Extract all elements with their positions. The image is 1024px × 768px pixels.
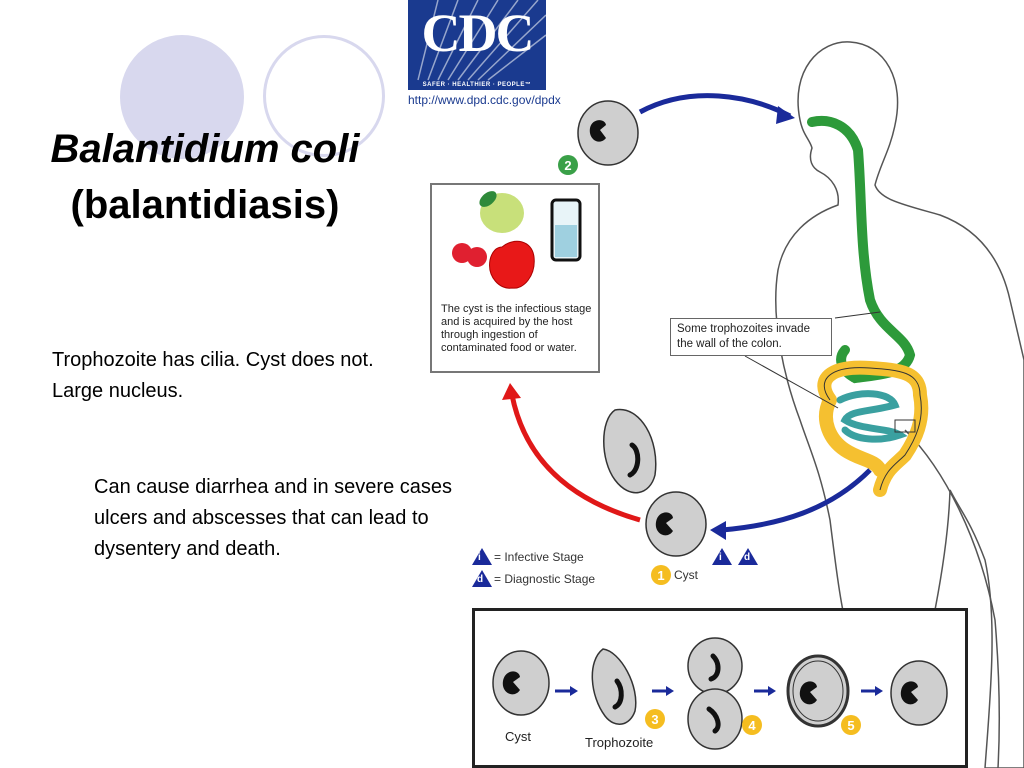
legend-infective: = Infective Stage [494, 550, 584, 564]
infection-info-box: The cyst is the infectious stage and is … [430, 183, 600, 373]
slide-title: Balantidium coli [50, 127, 360, 171]
strip-arrow [861, 686, 883, 696]
stage-badge-2: 2 [558, 155, 578, 175]
cdc-url: http://www.dpd.cdc.gov/dpdx [408, 93, 561, 107]
lifecycle-strip: Cyst Trophozoite 3 4 5 [472, 608, 968, 768]
lifecycle-strip-illustration [492, 637, 948, 750]
arrow-environment [509, 394, 641, 523]
stage-badge-5: 5 [841, 715, 861, 735]
strip-mature-cyst [890, 660, 948, 726]
diagnostic-letter: d [477, 574, 484, 585]
infection-info-text: The cyst is the infectious stage and is … [441, 303, 592, 354]
small-intestine [836, 390, 908, 443]
stage-badge-1: 1 [651, 565, 671, 585]
stage-diagnostic-letter: d [744, 552, 751, 563]
stage-infective-icon [712, 548, 732, 565]
note-symptoms: Can cause diarrhea and in severe cases u… [94, 476, 452, 560]
strip-dividing-trophozoite [687, 637, 743, 750]
cyst-ingested [577, 100, 639, 166]
arm-line [904, 429, 1000, 768]
arrow-ingestion [638, 93, 792, 119]
decorative-circle-filled [120, 35, 244, 159]
stage-diagnostic-icon [738, 548, 758, 565]
arrowhead-excretion [710, 521, 726, 540]
stage-infective-letter: i [719, 552, 722, 563]
trophozoite-environment [603, 408, 657, 494]
strip-cyst-label: Cyst [505, 729, 531, 744]
decorative-circle-outline [263, 35, 385, 157]
slide-subtitle: (balantidiasis) [70, 183, 340, 227]
infective-stage-icon [472, 548, 492, 565]
strip-arrow [754, 686, 776, 696]
strip-arrow [652, 686, 674, 696]
cyst-excreted [645, 491, 707, 557]
strip-encysting [786, 654, 850, 728]
diagnostic-stage-icon [472, 570, 492, 587]
food-water-illustration [452, 191, 582, 289]
strip-trophozoite-label: Trophozoite [585, 735, 654, 750]
strip-arrow [555, 686, 578, 696]
cdc-logo-text: CDC [421, 3, 535, 63]
apple-icon [489, 240, 535, 289]
cdc-tagline: SAFER · HEALTHIER · PEOPLE™ [422, 82, 532, 88]
cyst-stage-label: Cyst [674, 568, 698, 582]
human-silhouette [775, 41, 1024, 768]
arrowhead-ingestion [776, 106, 795, 124]
arrowhead-environment [502, 383, 521, 400]
infective-letter: i [478, 552, 481, 563]
strip-cyst [492, 650, 550, 716]
esophagus [807, 116, 916, 384]
raspberry-icon [452, 243, 472, 263]
cdc-logo: CDC SAFER · HEALTHIER · PEOPLE™ [408, 0, 546, 90]
legend-diagnostic: = Diagnostic Stage [494, 572, 596, 586]
stage-badge-3: 3 [645, 709, 665, 729]
note-cilia: Trophozoite has cilia. Cyst does not. La… [52, 349, 374, 402]
logo-rays [417, 0, 546, 81]
stage-badge-4: 4 [742, 715, 762, 735]
strip-trophozoite [591, 648, 637, 725]
arrow-excretion [721, 468, 872, 533]
colon-invasion-callout: Some trophozoites invade the wall of the… [670, 318, 832, 356]
